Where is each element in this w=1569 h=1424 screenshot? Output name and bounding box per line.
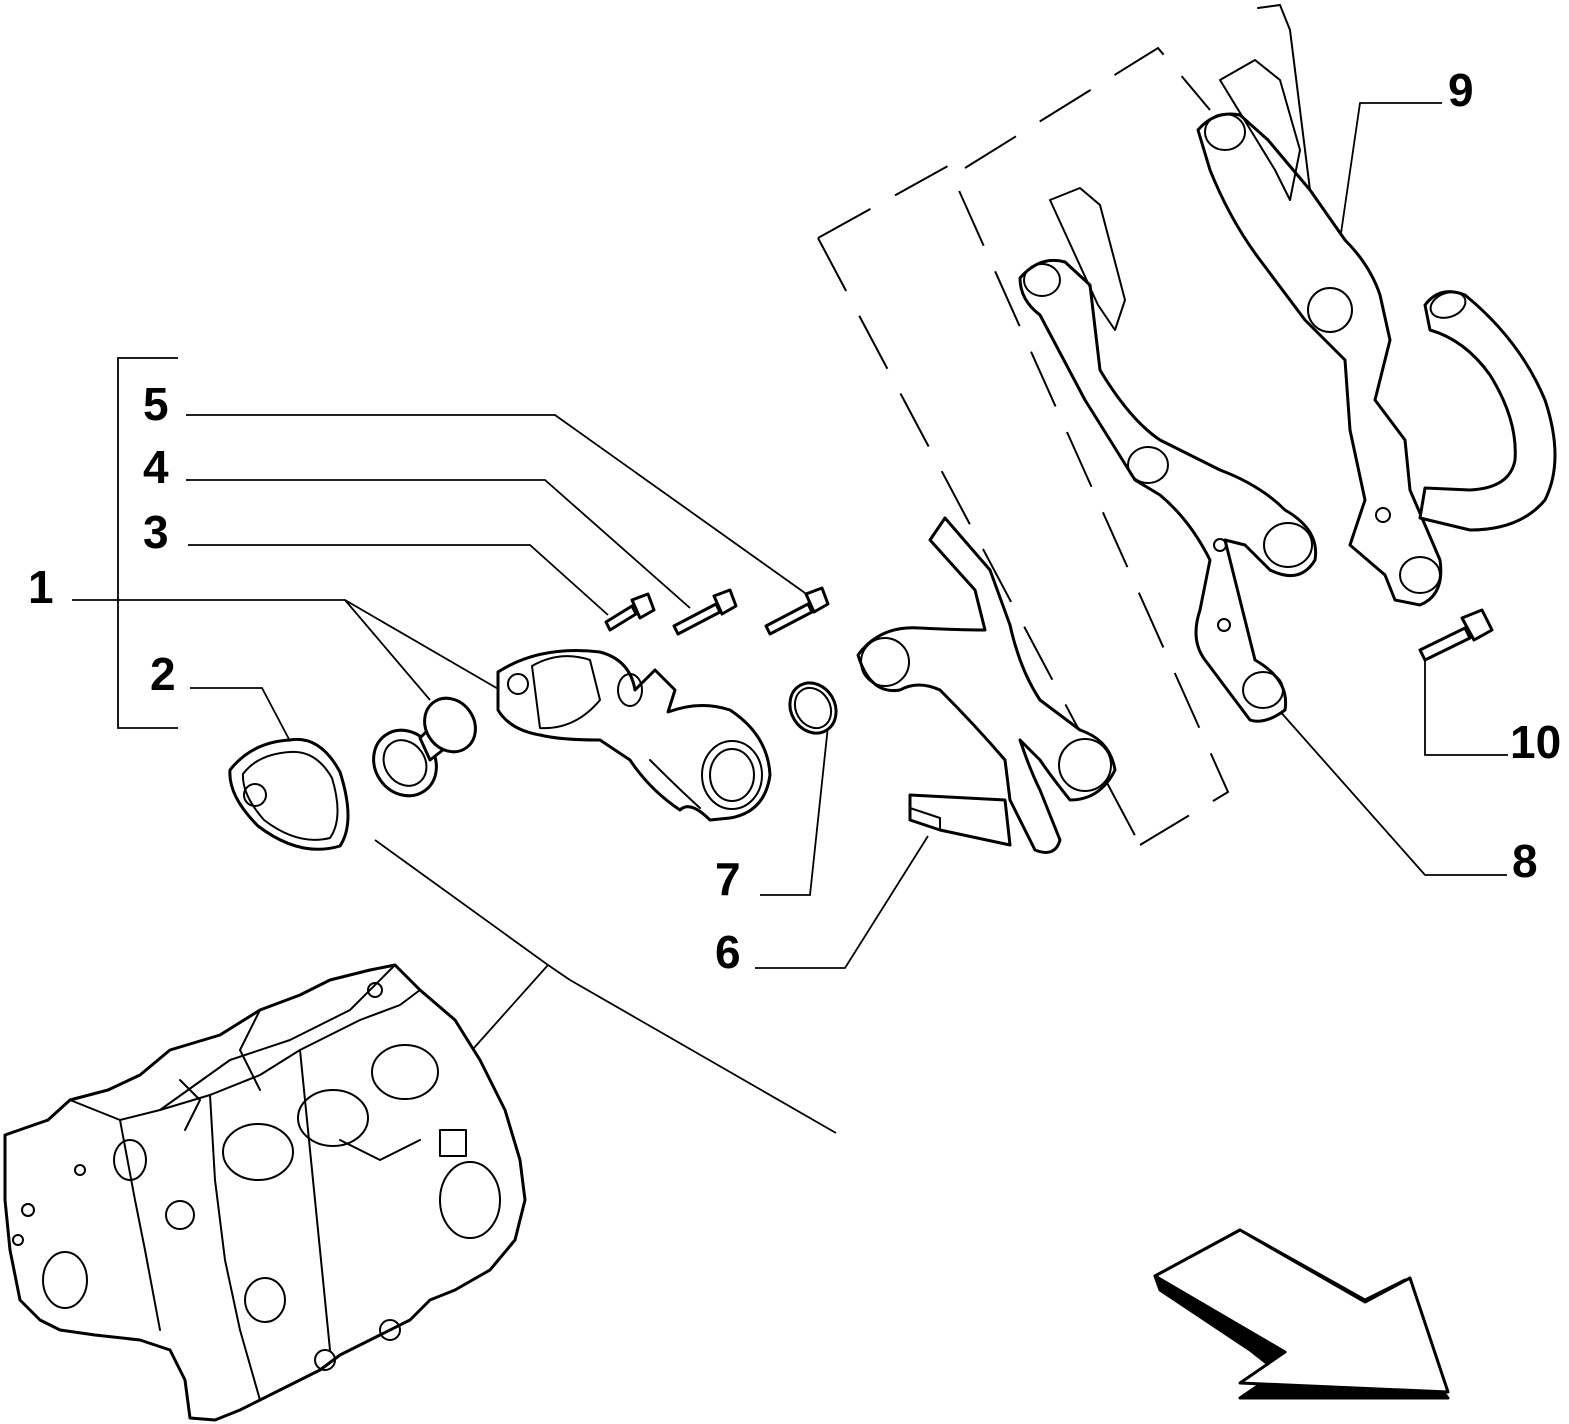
callout-2: 2 xyxy=(150,648,176,700)
part-3-bolt xyxy=(604,592,656,632)
leader-5 xyxy=(186,414,813,599)
part-8-pipe-assembly xyxy=(1018,187,1318,723)
leader-lines xyxy=(72,102,1508,1134)
part-4-bolt xyxy=(672,588,738,636)
callout-labels: 1 2 3 4 5 6 7 8 9 10 xyxy=(28,64,1561,978)
part-2-gasket xyxy=(228,737,350,851)
callout-10: 10 xyxy=(1510,716,1561,768)
leader-4 xyxy=(186,479,691,609)
part-10-bolt xyxy=(1418,608,1494,662)
part-9-pipe-assembly xyxy=(1196,4,1557,607)
callout-6: 6 xyxy=(715,926,741,978)
leader-3 xyxy=(188,544,609,616)
group-bracket xyxy=(117,357,178,729)
callout-9: 9 xyxy=(1448,64,1474,116)
leader-1b xyxy=(344,599,431,701)
leader-9 xyxy=(1339,102,1442,241)
callout-7: 7 xyxy=(715,853,741,905)
callout-1: 1 xyxy=(28,561,54,613)
leader-block-b xyxy=(569,979,837,1134)
direction-arrow xyxy=(1153,1228,1450,1400)
leader-7 xyxy=(760,725,829,896)
callout-8: 8 xyxy=(1512,835,1538,887)
dashed-assembly-box-outer xyxy=(964,46,1211,169)
part-5-bolt xyxy=(764,586,830,636)
callout-5: 5 xyxy=(143,378,169,430)
leader-1 xyxy=(72,599,501,691)
leader-6 xyxy=(755,835,929,969)
part-1-thermostat xyxy=(372,696,477,798)
part-thermostat-housing xyxy=(496,649,772,822)
callout-3: 3 xyxy=(143,506,169,558)
leader-2 xyxy=(190,687,301,761)
callout-4: 4 xyxy=(143,441,169,493)
engine-block xyxy=(3,963,527,1422)
leader-10 xyxy=(1424,660,1508,756)
part-7-o-ring xyxy=(788,681,838,735)
part-6-pipe xyxy=(856,516,1117,854)
leader-8 xyxy=(1269,699,1507,876)
leader-block-c xyxy=(547,964,571,981)
